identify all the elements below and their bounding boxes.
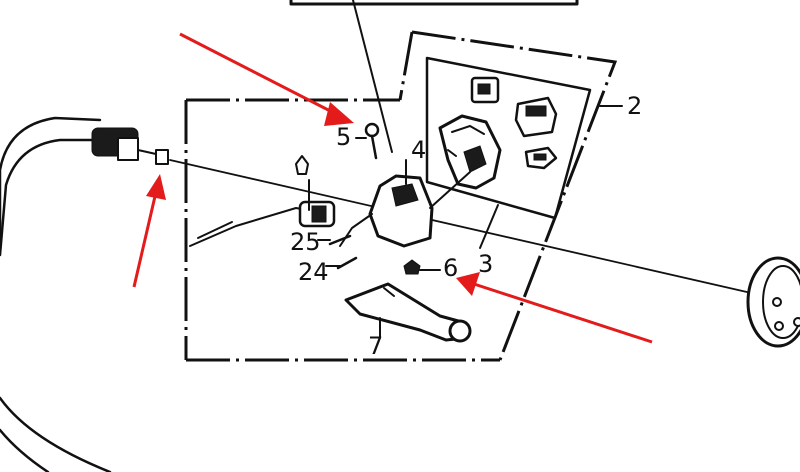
leader-lines — [308, 0, 623, 339]
callout-5: 5 — [336, 123, 351, 151]
callout-24: 24 — [298, 258, 329, 286]
assembly-frame — [184, 98, 500, 362]
callout-3: 3 — [478, 250, 493, 278]
kit-inner-box — [425, 56, 592, 220]
callout-7: 7 — [368, 332, 383, 360]
nut-6-part — [403, 259, 421, 275]
callout-6: 6 — [443, 254, 458, 282]
mirror-mount-part — [746, 256, 800, 348]
switch-component-small — [524, 146, 558, 170]
switch-component-right — [514, 96, 558, 138]
switch-housing-kit-frame — [398, 30, 618, 361]
grip-end-part — [91, 127, 169, 165]
switch-housing-part — [438, 114, 502, 190]
top-frame — [289, 0, 579, 6]
screw-5-part — [364, 122, 380, 160]
callout-25: 25 — [290, 228, 321, 256]
red-arrow-to-5 — [179, 32, 354, 126]
lever-part — [344, 282, 472, 343]
screw-24-part — [336, 256, 358, 270]
callout-4: 4 — [411, 136, 426, 164]
red-arrow-to-grip — [132, 174, 166, 288]
assembly-line — [169, 159, 761, 296]
small-bolt-part — [295, 155, 309, 175]
switch-component-top — [470, 76, 500, 104]
red-arrow-to-6 — [456, 272, 653, 344]
screw-25-part — [328, 234, 352, 246]
callout-2: 2 — [627, 92, 642, 120]
lever-holder-part — [339, 174, 434, 248]
handlebar-outline — [0, 116, 112, 472]
